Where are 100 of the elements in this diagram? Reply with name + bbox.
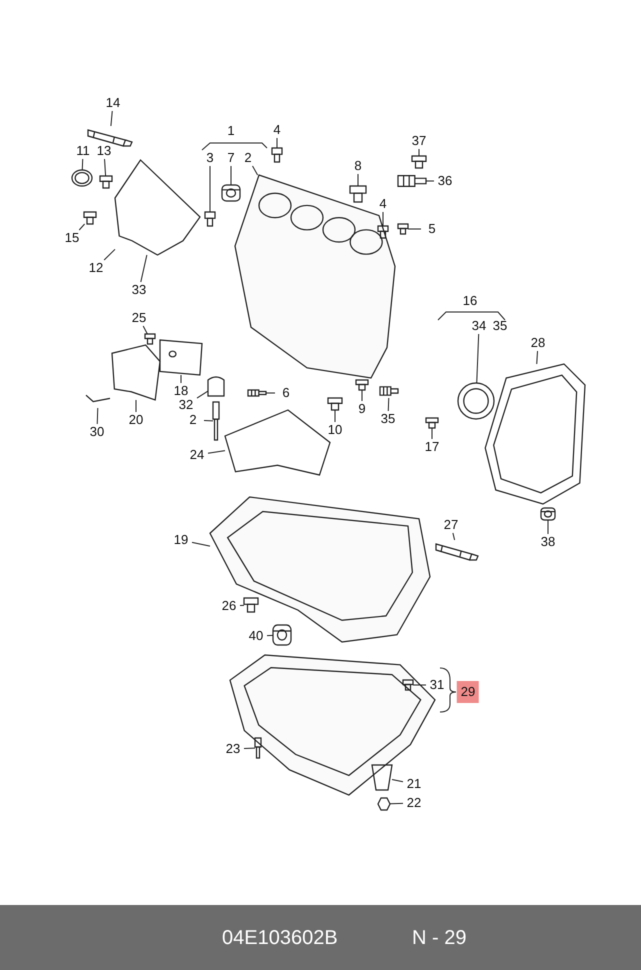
callout-number: 38 — [536, 534, 560, 550]
leader-line — [408, 228, 422, 230]
bolt-drawing — [350, 186, 366, 202]
callout-number: 23 — [221, 741, 245, 757]
bearing-drawing — [208, 376, 224, 396]
bolt-drawing — [378, 226, 388, 238]
callout-number: 32 — [174, 397, 198, 413]
leader-line — [426, 180, 434, 182]
leader-line — [78, 224, 86, 230]
callout-number: 22 — [402, 795, 426, 811]
callout-number: 10 — [323, 422, 347, 438]
leader-line — [266, 634, 274, 636]
callout-number: 11 — [71, 143, 95, 159]
ring-drawing — [458, 383, 494, 419]
part-number: 04E103602B — [222, 926, 338, 950]
callout-number: 4 — [371, 196, 395, 212]
callout-number: 16 — [462, 293, 478, 309]
callout-number: 34 — [467, 318, 491, 334]
bolt-drawing — [272, 148, 282, 162]
leader-line — [208, 450, 226, 454]
leader-line — [180, 374, 182, 384]
plug-drawing — [273, 625, 291, 645]
callout-number: 4 — [265, 122, 289, 138]
plug-drawing — [222, 185, 240, 201]
leader-line — [140, 254, 148, 282]
callout-number: 19 — [169, 532, 193, 548]
leader-line — [230, 166, 232, 186]
leader-line — [96, 408, 98, 424]
leader-line — [418, 148, 420, 156]
sensor-drawing — [248, 388, 266, 398]
callout-number: 5 — [420, 221, 444, 237]
leader-line — [104, 248, 116, 260]
leader-line — [104, 158, 106, 176]
leader-line — [390, 802, 404, 804]
ring-drawing — [72, 170, 92, 186]
leader-line — [204, 420, 214, 422]
leader-line — [392, 779, 404, 782]
callout-number: 40 — [244, 628, 268, 644]
callout-number: 35 — [492, 318, 508, 334]
bolt-drawing — [403, 680, 413, 690]
leader-line — [142, 326, 148, 334]
leader-line — [196, 390, 208, 399]
leader-line — [412, 684, 426, 686]
callout-number: 14 — [101, 95, 125, 111]
dipstick-tube-drawing — [372, 765, 392, 790]
sensor-drawing — [398, 172, 426, 190]
housing-drawing — [115, 160, 200, 255]
leader-line — [244, 748, 256, 750]
callout-number: 1 — [226, 123, 236, 139]
callout-number: 15 — [60, 230, 84, 246]
bolt-drawing — [328, 398, 342, 410]
plug-drawing — [541, 508, 555, 520]
bolt-drawing — [412, 156, 426, 168]
callout-number: 29 — [456, 681, 480, 703]
bolt-drawing — [84, 212, 96, 224]
callout-number: 33 — [127, 282, 151, 298]
part-number: N - 29 — [412, 926, 466, 950]
bolt-drawing — [398, 224, 408, 234]
callout-number: 30 — [85, 424, 109, 440]
leader-line — [388, 398, 390, 412]
leader-line — [452, 532, 456, 540]
callout-number: 28 — [526, 335, 550, 351]
leader-line — [252, 166, 258, 176]
leader-line — [276, 138, 278, 148]
callout-number: 27 — [439, 517, 463, 533]
bolt-drawing — [145, 334, 155, 344]
callout-number: 17 — [420, 439, 444, 455]
bolt-drawing — [205, 212, 215, 226]
bolt-drawing — [255, 738, 261, 758]
bolt-drawing — [356, 380, 368, 390]
leader-line — [266, 392, 276, 394]
leader-line — [334, 410, 336, 422]
callout-number: 26 — [217, 598, 241, 614]
bolt-drawing — [213, 402, 219, 440]
baffle-drawing — [225, 410, 330, 475]
bolt-drawing — [100, 176, 112, 188]
leader-line — [82, 158, 84, 170]
callout-number: 2 — [181, 412, 205, 428]
leader-line — [536, 350, 538, 364]
callout-number: 3 — [198, 150, 222, 166]
bracket-drawing — [112, 345, 160, 400]
leader-line — [240, 604, 244, 606]
callout-number: 36 — [433, 173, 457, 189]
bolt-drawing — [244, 598, 258, 612]
callout-number: 21 — [402, 776, 426, 792]
engine-block-drawing — [235, 175, 395, 378]
bolt-drawing — [426, 418, 438, 428]
callout-number: 18 — [169, 383, 193, 399]
callout-number: 31 — [425, 677, 449, 693]
callout-number: 24 — [185, 447, 209, 463]
plate-drawing — [160, 340, 202, 375]
leader-line — [192, 542, 210, 547]
callout-number: 8 — [346, 158, 370, 174]
leader-line — [476, 334, 480, 384]
callout-number: 6 — [274, 385, 298, 401]
leader-line — [382, 212, 384, 226]
callout-number: 37 — [407, 133, 431, 149]
callout-number: 35 — [376, 411, 400, 427]
callout-number: 12 — [84, 260, 108, 276]
sensor-drawing — [380, 384, 398, 398]
